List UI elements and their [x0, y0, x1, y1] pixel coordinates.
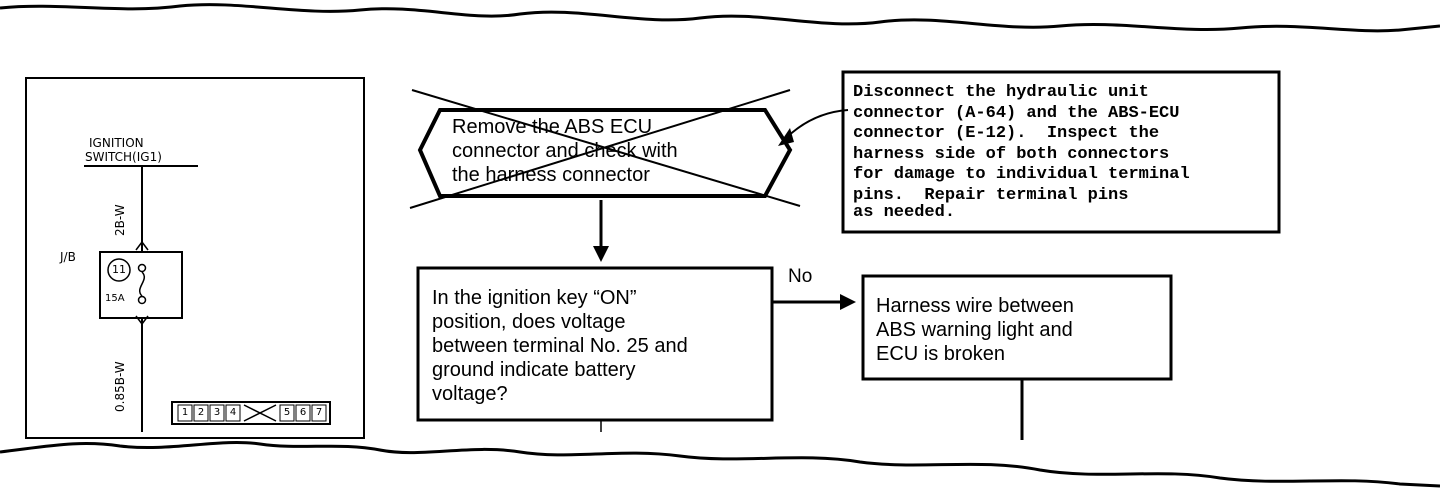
torn-edge-top	[0, 3, 1440, 33]
branch-label-no: No	[788, 266, 813, 287]
note-line-6: pins. Repair terminal pins	[853, 185, 1129, 205]
replacement-note-box	[841, 70, 1281, 234]
junction-block-label: J/B	[60, 250, 76, 264]
fuse-element	[139, 271, 145, 297]
connector-pin-6	[295, 404, 311, 422]
note-line-2: connector (A-64) and the ABS-ECU	[853, 103, 1180, 123]
fuse-circle	[107, 258, 131, 282]
connector-pin-2	[193, 404, 209, 422]
crossed-step-line-3: the harness connector	[452, 164, 650, 186]
terminal-5: 5	[283, 407, 291, 418]
question-line-2: position, does voltage	[432, 311, 626, 333]
crossed-step-line-1: Remove the ABS ECU	[452, 116, 653, 138]
note-line-4: harness side of both connectors	[853, 144, 1170, 164]
question-box	[416, 266, 774, 422]
result-line-2: ABS warning light and	[876, 319, 1073, 341]
connector-pin-5	[279, 404, 295, 422]
torn-edge-bottom	[0, 440, 1440, 488]
terminal-7: 7	[315, 407, 323, 418]
question-line-1: In the ignition key “ON”	[432, 287, 637, 309]
terminal-4: 4	[229, 407, 237, 418]
note-line-7: as needed.	[853, 203, 956, 222]
note-leader	[783, 109, 849, 141]
connector-pin-1	[177, 404, 193, 422]
fuse-rating: 15A	[105, 293, 125, 304]
crossed-step-line-2: connector and check with	[452, 140, 678, 162]
note-line-1: Disconnect the hydraulic unit	[853, 83, 1149, 102]
result-line-1: Harness wire between	[876, 295, 1074, 317]
question-line-4: ground indicate battery	[432, 359, 636, 381]
terminal-1: 1	[181, 407, 189, 418]
cross-line-2	[409, 89, 791, 209]
note-line-5: for damage to individual terminal	[853, 165, 1190, 184]
fuse-number: 11	[112, 263, 126, 276]
connector-pin-3	[209, 404, 225, 422]
wire-label-0-85b-w: 0.85B-W	[113, 361, 127, 412]
down-arrow-head	[593, 246, 609, 262]
wiring-frame	[25, 77, 365, 439]
wire-label-2b-w: 2B-W	[113, 204, 127, 236]
fuse-terminal-bottom	[137, 295, 147, 305]
terminal-3: 3	[213, 407, 221, 418]
result-line-3: ECU is broken	[876, 343, 1005, 365]
wire-arrow-top	[135, 240, 149, 251]
note-line-3: connector (E-12). Inspect the	[853, 124, 1160, 143]
question-line-5: voltage?	[432, 383, 508, 405]
ignition-switch-label-2: SWITCH(IG1)	[85, 150, 162, 164]
connector-outline	[171, 401, 331, 425]
note-leader-arrowhead	[778, 128, 794, 146]
wire-arrow-bottom	[135, 315, 149, 326]
no-arrow-head	[840, 294, 856, 310]
connector-pin-7	[311, 404, 327, 422]
connector-pin-4	[225, 404, 241, 422]
terminal-6: 6	[299, 407, 307, 418]
connector-key-cross	[243, 404, 277, 422]
terminal-2: 2	[197, 407, 205, 418]
question-line-3: between terminal No. 25 and	[432, 335, 688, 357]
result-box	[861, 274, 1173, 381]
fuse-terminal-top	[137, 263, 147, 273]
ignition-switch-label-1: IGNITION	[89, 136, 144, 150]
